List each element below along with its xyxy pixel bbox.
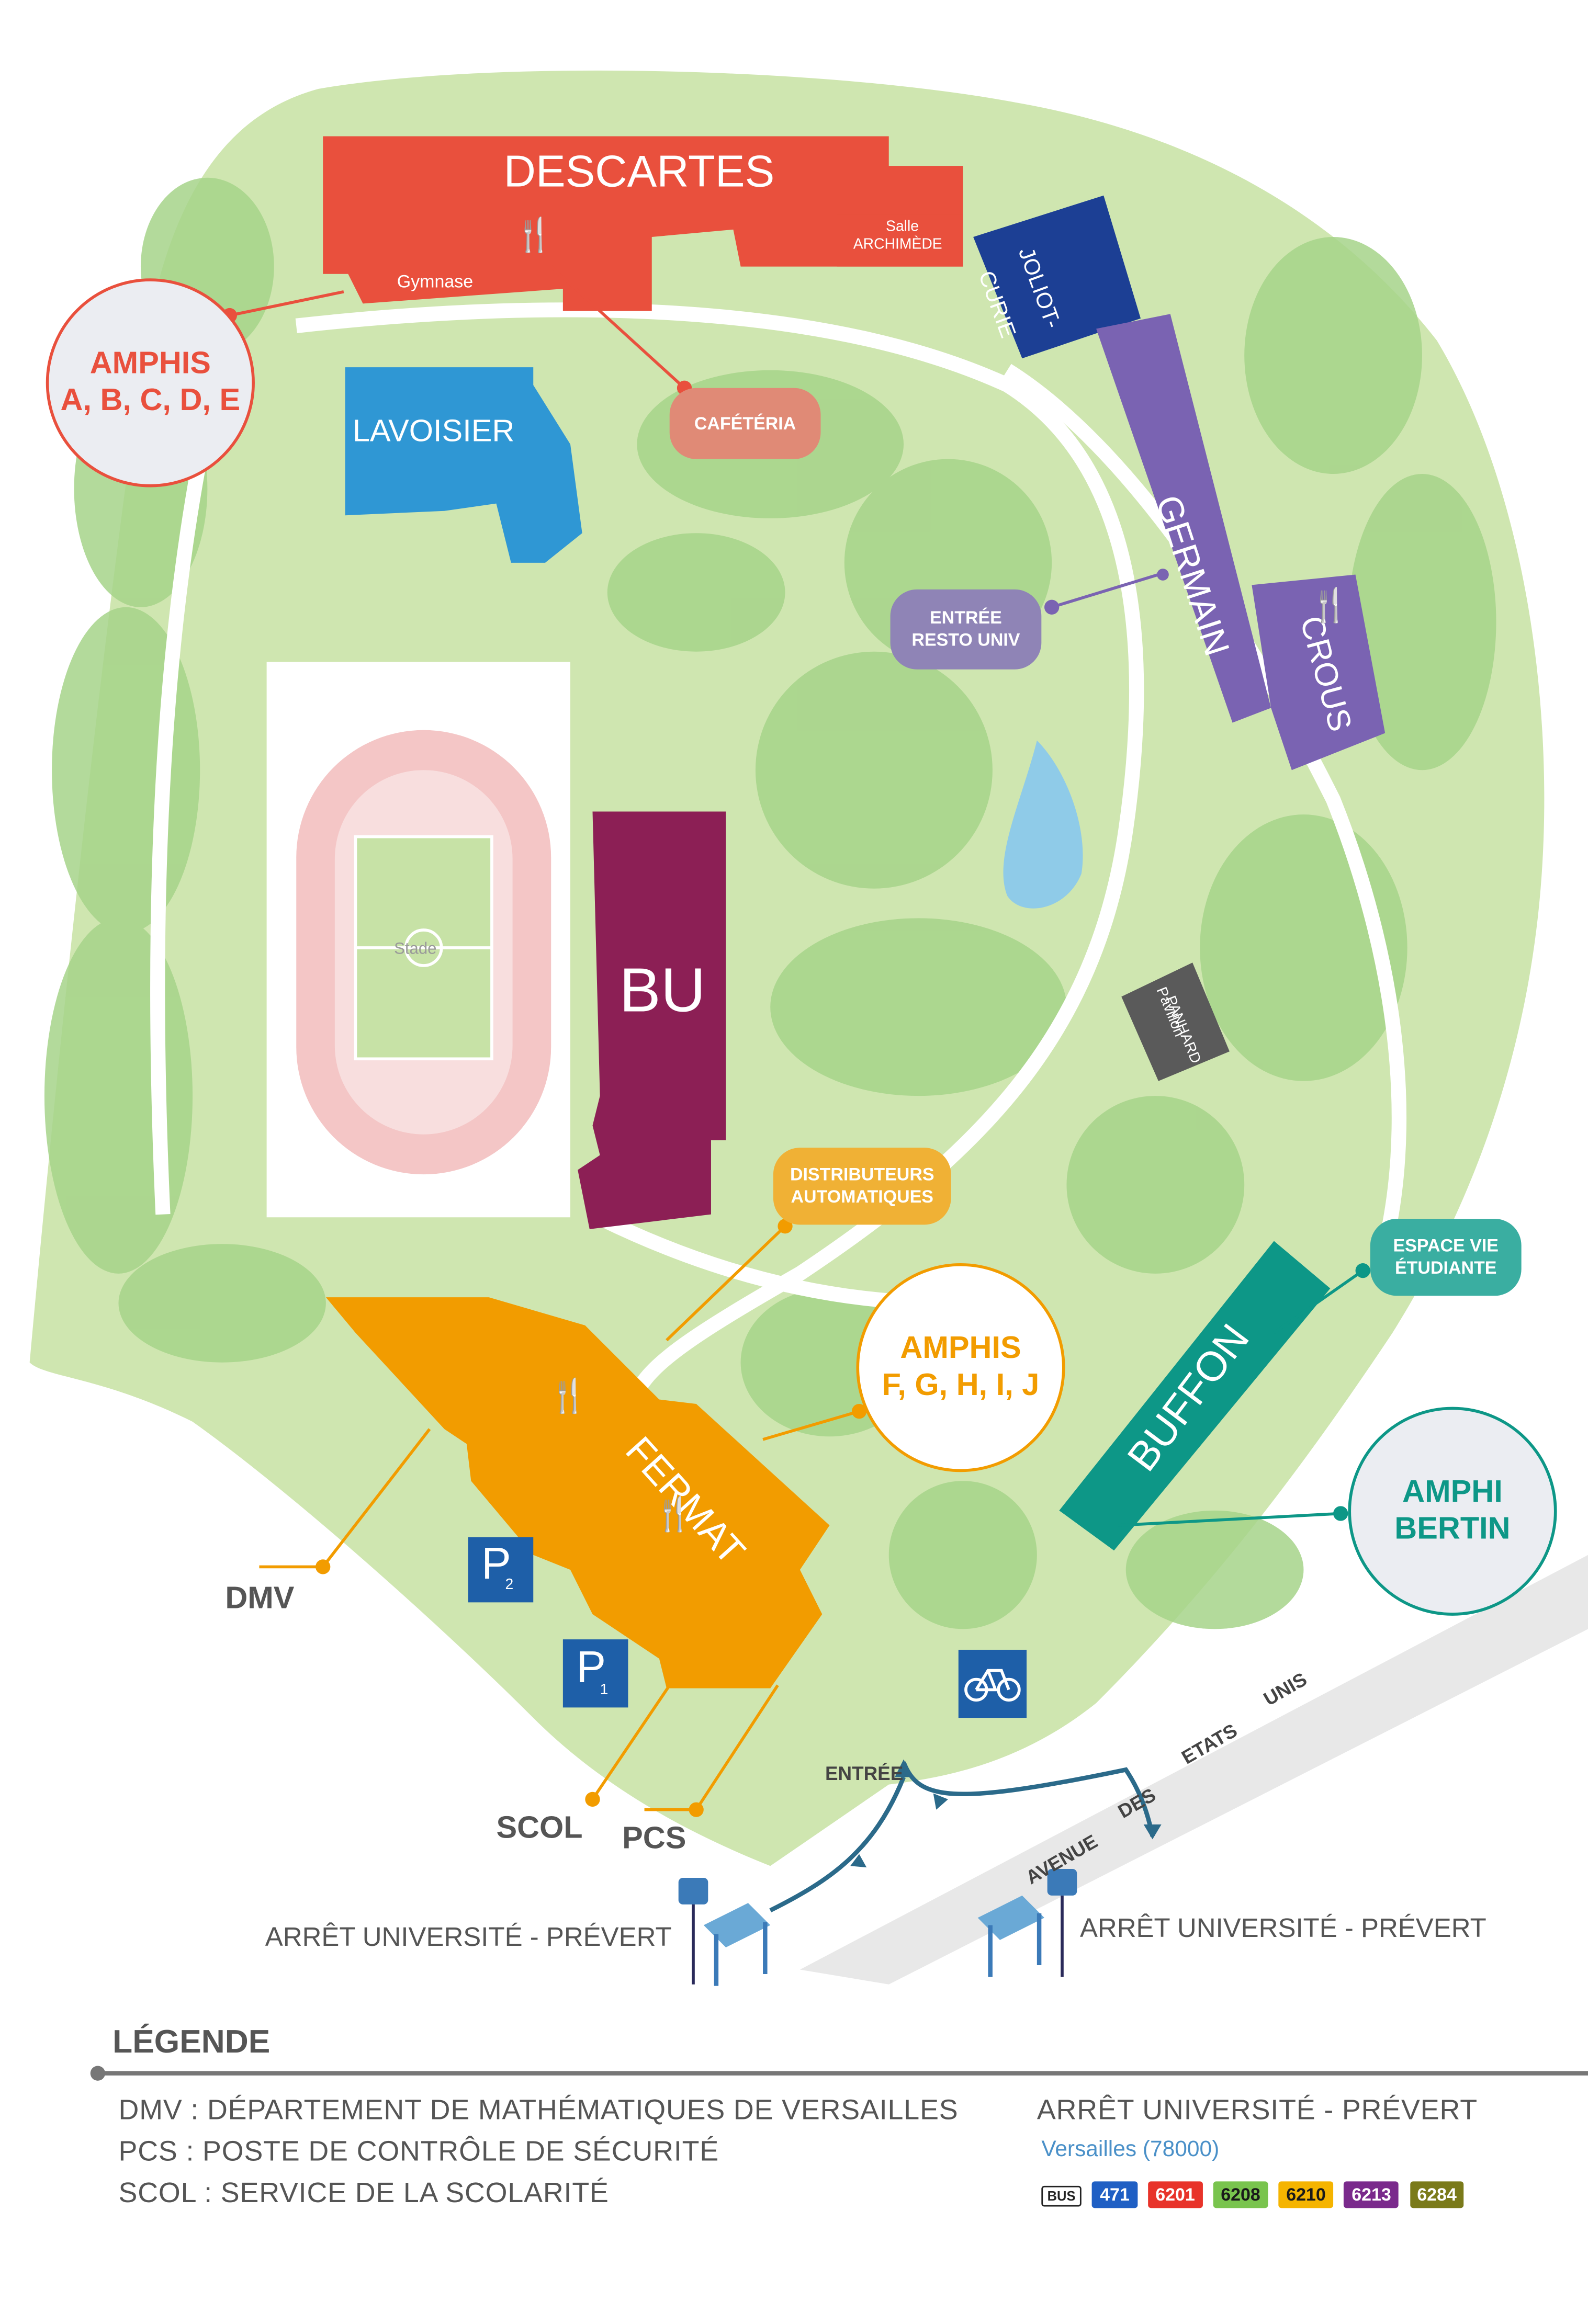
building-germain (1096, 314, 1271, 723)
parking-p2-letter: P (481, 1540, 511, 1589)
building-archimede (837, 214, 963, 267)
legend-item-dmv: DMV : DÉPARTEMENT DE MATHÉMATIQUES DE VE… (118, 2095, 959, 2127)
bus-shelter-left (703, 1903, 771, 1986)
label-gymnase: Gymnase (397, 271, 474, 292)
bus-shelter-right (977, 1895, 1044, 1977)
callout-espace-vie[interactable]: ESPACE VIE ÉTUDIANTE (1370, 1219, 1522, 1296)
parking-p1-sign (562, 1639, 628, 1708)
callout-amphis-abcde-line1: AMPHIS (89, 347, 211, 381)
legend-stop-city: Versailles (78000) (1041, 2137, 1220, 2162)
callout-resto-univ-line2: RESTO UNIV (911, 629, 1020, 650)
bus-stop-label-right: ARRÊT UNIVERSITÉ - PRÉVERT (1079, 1913, 1486, 1943)
bus-line-chip: 6210 (1279, 2181, 1333, 2208)
parking-p1-letter: P (576, 1643, 606, 1693)
legend-item-scol: SCOL : SERVICE DE LA SCOLARITÉ (118, 2178, 609, 2210)
bus-icon: BUS (1041, 2185, 1082, 2207)
label-lavoisier: LAVOISIER (352, 414, 515, 449)
legend-title: LÉGENDE (112, 2023, 271, 2060)
building-buffon (1059, 1241, 1331, 1551)
callout-amphis-abcde-line2: A, B, C, D, E (60, 382, 241, 417)
label-pcs: PCS (622, 1821, 686, 1856)
callout-resto-univ-line1: ENTRÉE (930, 607, 1002, 628)
callout-amphis-fghij-line1: AMPHIS (900, 1332, 1021, 1366)
legend-stop-title: ARRÊT UNIVERSITÉ - PRÉVERT (1037, 2095, 1478, 2127)
callout-distributeurs-line1: DISTRIBUTEURS (790, 1164, 934, 1185)
building-crous (1252, 574, 1386, 770)
label-stade: Stade (394, 940, 437, 958)
building-fermat (325, 1297, 830, 1688)
callout-resto-univ[interactable]: ENTRÉE RESTO UNIV (890, 589, 1042, 670)
callout-distributeurs[interactable]: DISTRIBUTEURS AUTOMATIQUES (773, 1148, 951, 1225)
parking-p1-sub: 1 (600, 1682, 609, 1699)
bus-line-chip: 6201 (1148, 2181, 1202, 2208)
parking-p2-sub: 2 (505, 1577, 514, 1594)
bus-line-chip: 471 (1092, 2181, 1137, 2208)
restaurant-icon: 🍴 (548, 1377, 589, 1414)
bicycle-icon (964, 1669, 1021, 1702)
callout-cafeteria-label: CAFÉTÉRIA (694, 412, 796, 434)
callout-distributeurs-line2: AUTOMATIQUES (791, 1186, 933, 1207)
label-descartes: DESCARTES (503, 148, 775, 197)
restaurant-icon: 🍴 (653, 1495, 694, 1533)
callout-lines (222, 265, 1370, 1817)
restaurant-icon: 🍴 (514, 216, 555, 254)
pond (1003, 740, 1083, 909)
building-bu (578, 811, 726, 1229)
building-joliot-curie (973, 195, 1141, 359)
callout-amphi-bertin-line1: AMPHI (1402, 1475, 1503, 1510)
restaurant-icon: 🍴 (1309, 586, 1350, 623)
label-salle: Salle (886, 219, 919, 236)
label-entree: ENTRÉE (825, 1762, 904, 1785)
callout-espace-vie-line2: ÉTUDIANTE (1395, 1257, 1497, 1278)
legend-item-pcs: PCS : POSTE DE CONTRÔLE DE SÉCURITÉ (118, 2137, 719, 2168)
callout-amphi-bertin-line2: BERTIN (1394, 1511, 1511, 1546)
building-lavoisier (345, 367, 582, 563)
label-bu: BU (619, 955, 706, 1025)
bus-stop-pole-left (678, 1877, 708, 1985)
callout-amphi-bertin[interactable]: AMPHI BERTIN (1348, 1407, 1557, 1616)
callout-espace-vie-line1: ESPACE VIE (1393, 1235, 1499, 1256)
callout-amphis-fghij-line2: F, G, H, I, J (882, 1367, 1040, 1402)
label-archimede: ARCHIMÈDE (853, 236, 942, 254)
building-descartes (323, 136, 963, 311)
building-panhard (1121, 962, 1230, 1081)
bus-stop-pole-right (1047, 1868, 1077, 1977)
parking-p2-sign (468, 1537, 534, 1603)
bus-line-chip: 6208 (1213, 2181, 1268, 2208)
bus-stop-label-left: ARRÊT UNIVERSITÉ - PRÉVERT (265, 1922, 672, 1952)
bus-line-chip: 6284 (1410, 2181, 1465, 2208)
label-dmv: DMV (225, 1581, 295, 1616)
callout-amphis-abcde[interactable]: AMPHIS A, B, C, D, E (46, 278, 255, 488)
bus-line-chip: 6213 (1344, 2181, 1399, 2208)
callout-cafeteria[interactable]: CAFÉTÉRIA (669, 388, 821, 459)
bus-lines-row: BUS 471 6201 6208 6210 6213 6284 (1041, 2181, 1468, 2208)
label-scol: SCOL (496, 1811, 583, 1845)
road (769, 1555, 1588, 1985)
callout-amphis-fghij[interactable]: AMPHIS F, G, H, I, J (856, 1263, 1065, 1472)
